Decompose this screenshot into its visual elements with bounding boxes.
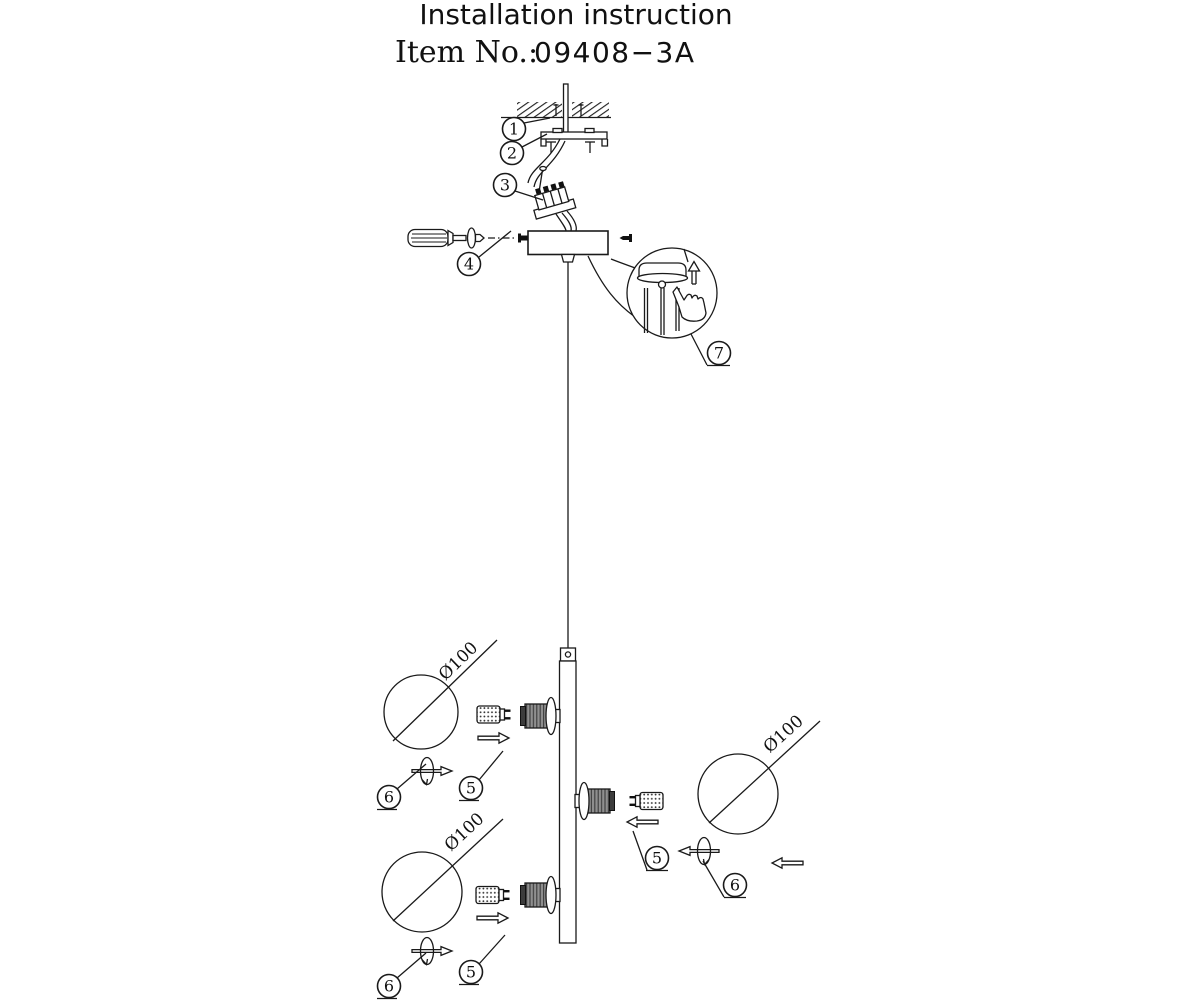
callout-2: 2 (499, 133, 548, 166)
glass-globe-1: Ø100 (383, 638, 498, 750)
ceiling-hatch (517, 102, 562, 117)
terminal-screw (538, 165, 547, 190)
callout-5-number: 5 (466, 779, 476, 798)
ceiling (501, 102, 611, 119)
callout-5-number: 5 (652, 849, 662, 868)
glass-globe-2: Ø100 (697, 711, 821, 835)
globe-diameter-label: Ø100 (760, 711, 808, 757)
insert-arrow-2 (626, 816, 659, 828)
callout-6-number: 6 (384, 977, 394, 996)
insert-arrow-3 (476, 912, 509, 924)
mounting-bracket (540, 127, 609, 153)
item-number-value: 09408−3A (534, 36, 696, 69)
callout-5-row3: 5 (458, 934, 506, 986)
glass-globe-3: Ø100 (381, 809, 504, 933)
page-title: Installation instruction (419, 0, 732, 31)
callout-5-row1: 5 (458, 750, 504, 802)
screwdriver (407, 228, 467, 248)
item-number-label: Item No.: (395, 35, 538, 70)
callout-6-row2: 6 (702, 860, 748, 899)
pendant-rod (558, 647, 577, 944)
canopy-screw (466, 227, 485, 249)
callout-2-number: 2 (507, 144, 517, 163)
g9-bulb-2 (628, 791, 665, 811)
insert-arrow-1 (477, 732, 510, 744)
detail-circle (626, 247, 718, 339)
bracket-screw (585, 141, 595, 153)
header: Installation instruction Item No.: 09408… (395, 0, 733, 70)
canopy-wires (555, 210, 577, 232)
callout-1-number: 1 (509, 120, 519, 139)
suspension-stem (562, 83, 569, 134)
detail-rods (643, 288, 680, 335)
lamp-socket-1 (519, 696, 561, 736)
terminal-block (533, 181, 577, 220)
callout-6-row1: 6 (376, 763, 427, 811)
callout-3: 3 (492, 172, 544, 201)
hand-icon (672, 286, 707, 322)
callout-7: 7 (690, 333, 732, 367)
detail-view (587, 247, 718, 339)
callout-3-number: 3 (500, 176, 510, 195)
callout-1: 1 (501, 116, 551, 142)
callout-5-row2: 5 (632, 830, 670, 872)
rotate-arrow-2 (678, 836, 720, 866)
callout-4-number: 4 (464, 255, 474, 274)
callout-6-number: 6 (730, 876, 740, 895)
side-screw-right (619, 234, 632, 242)
callout-6-row3: 6 (376, 952, 427, 1000)
lamp-socket-2 (574, 781, 616, 821)
callout-7-number: 7 (714, 344, 724, 363)
callout-6-number: 6 (384, 788, 394, 807)
g9-bulb-3 (474, 885, 511, 905)
insert-arrow-extra (771, 857, 804, 869)
detail-canopy (636, 262, 689, 289)
callout-4: 4 (456, 230, 512, 277)
bracket-screw (546, 141, 556, 153)
globe-diameter-label: Ø100 (441, 809, 489, 855)
ceiling-hatch (572, 102, 609, 117)
lamp-socket-3 (519, 875, 561, 915)
g9-bulb-1 (475, 704, 512, 725)
callout-5-number: 5 (466, 963, 476, 982)
push-up-arrow-icon (687, 260, 701, 285)
ceiling-canopy (527, 230, 609, 263)
